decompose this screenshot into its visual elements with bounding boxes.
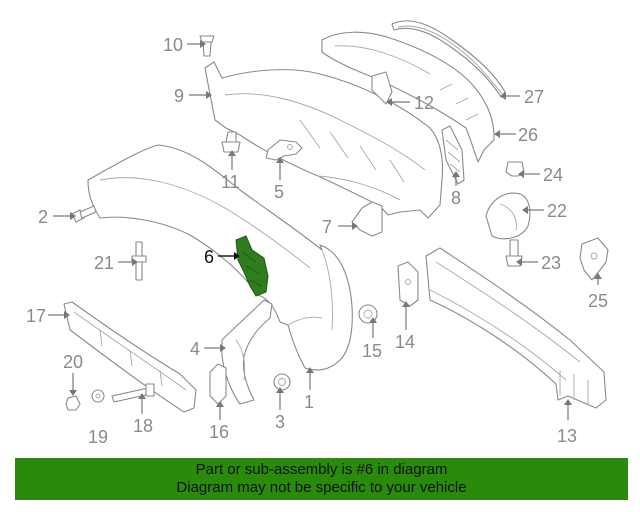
callout-labels: 10 9 2 21 17 20 19 18 11 5 4 16 3 1 7 15…	[26, 35, 608, 447]
callout-2: 2	[38, 207, 48, 227]
part-6-highlighted-bracket	[235, 235, 269, 297]
banner-line-disclaimer: Diagram may not be specific to your vehi…	[176, 479, 467, 496]
callout-18: 18	[133, 416, 153, 436]
callout-7: 7	[322, 217, 332, 237]
part-7-bracket	[351, 201, 383, 237]
info-banner: Part or sub-assembly is #6 in diagram Di…	[15, 458, 628, 500]
callout-22: 22	[547, 201, 567, 221]
part-13-reinforcement-bar	[425, 247, 607, 409]
part-25-bracket	[579, 237, 609, 281]
callout-26: 26	[518, 125, 538, 145]
part-17-guide-bar	[63, 301, 197, 413]
callout-3: 3	[275, 412, 285, 432]
part-19-washer	[91, 389, 105, 403]
part-11-clip	[221, 131, 241, 153]
part-2-bolt	[71, 205, 97, 223]
part-5-bracket	[265, 139, 303, 161]
callout-15: 15	[362, 341, 382, 361]
callout-6-highlighted: 6	[204, 247, 214, 267]
callout-21: 21	[94, 253, 114, 273]
part-22-cover	[485, 192, 531, 240]
part-3-grommet	[273, 373, 291, 391]
callout-16: 16	[209, 422, 229, 442]
part-18-bolt	[111, 383, 155, 403]
callout-9: 9	[174, 86, 184, 106]
leader-lines	[48, 43, 599, 420]
part-12-bracket	[371, 71, 393, 105]
callout-4: 4	[190, 339, 200, 359]
banner-line-part-number: Part or sub-assembly is #6 in diagram	[195, 461, 448, 478]
callout-12: 12	[414, 93, 434, 113]
callout-24: 24	[543, 165, 563, 185]
callout-23: 23	[541, 253, 561, 273]
callout-20: 20	[63, 352, 83, 372]
part-26-upper-panel	[321, 31, 495, 163]
leader-arrowheads	[64, 40, 602, 407]
callout-8: 8	[451, 188, 461, 208]
part-24-nut	[505, 161, 525, 177]
part-23-bolt	[505, 239, 523, 267]
part-8-side-bracket	[441, 125, 465, 185]
part-20-nut	[65, 395, 81, 411]
callout-14: 14	[395, 332, 415, 352]
callout-1: 1	[304, 392, 314, 412]
part-16-bracket	[209, 363, 227, 405]
callout-13: 13	[557, 426, 577, 446]
callout-25: 25	[588, 291, 608, 311]
part-10-rivet	[199, 35, 215, 57]
part-4-side-bracket	[221, 299, 273, 405]
leader-6-highlight	[218, 252, 240, 260]
callout-5: 5	[274, 182, 284, 202]
part-14-plate	[397, 261, 419, 307]
callout-19: 19	[88, 427, 108, 447]
callout-17: 17	[26, 306, 46, 326]
callout-27: 27	[524, 87, 544, 107]
part-1-bumper-cover	[87, 144, 353, 371]
callout-11: 11	[221, 172, 240, 192]
callout-10: 10	[163, 35, 183, 55]
exploded-parts-diagram: 10 9 2 21 17 20 19 18 11 5 4 16 3 1 7 15…	[26, 20, 609, 447]
